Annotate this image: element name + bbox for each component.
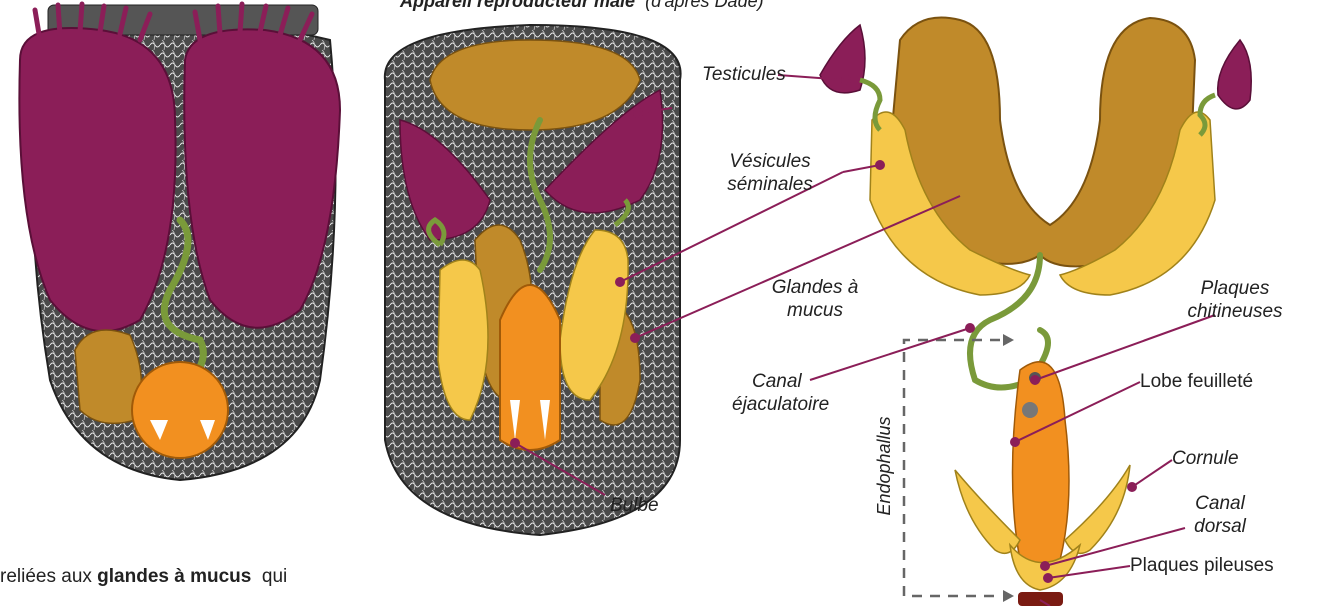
body-text-fragment: reliées aux glandes à mucus qui	[0, 566, 300, 588]
label-canal-dorsal: Canal dorsal	[1180, 492, 1260, 538]
label-vesicules: Vésicules séminales	[705, 150, 835, 196]
label-testicules: Testicules	[702, 63, 786, 86]
abdomen-view-1	[19, 4, 340, 480]
figure-title: Appareil reproducteur mâle (d'après Dade…	[400, 0, 764, 12]
testis-right-small-right	[1218, 40, 1252, 109]
abdomen-view-2	[385, 25, 681, 535]
label-plaques-chitineuses: Plaques chitineuses	[1160, 277, 1310, 323]
bulb-2	[500, 285, 560, 450]
bulb-1	[132, 362, 228, 458]
label-lobe-feuillete: Lobe feuilleté	[1140, 370, 1253, 393]
label-cornule: Cornule	[1172, 447, 1239, 470]
cornule-left	[955, 470, 1020, 553]
endophallus-bracket	[904, 340, 1000, 596]
label-canal-ejaculatoire: Canal éjaculatoire	[748, 370, 829, 416]
label-bulbe: Bulbe	[610, 494, 659, 517]
cornule-right	[1065, 465, 1130, 553]
lobe-feuillete	[1013, 362, 1070, 570]
label-endophallus: Endophallus	[874, 406, 896, 526]
label-plaques-pileuses: Plaques pileuses	[1130, 554, 1274, 577]
label-glandes-mucus: Glandes à mucus	[770, 276, 860, 322]
